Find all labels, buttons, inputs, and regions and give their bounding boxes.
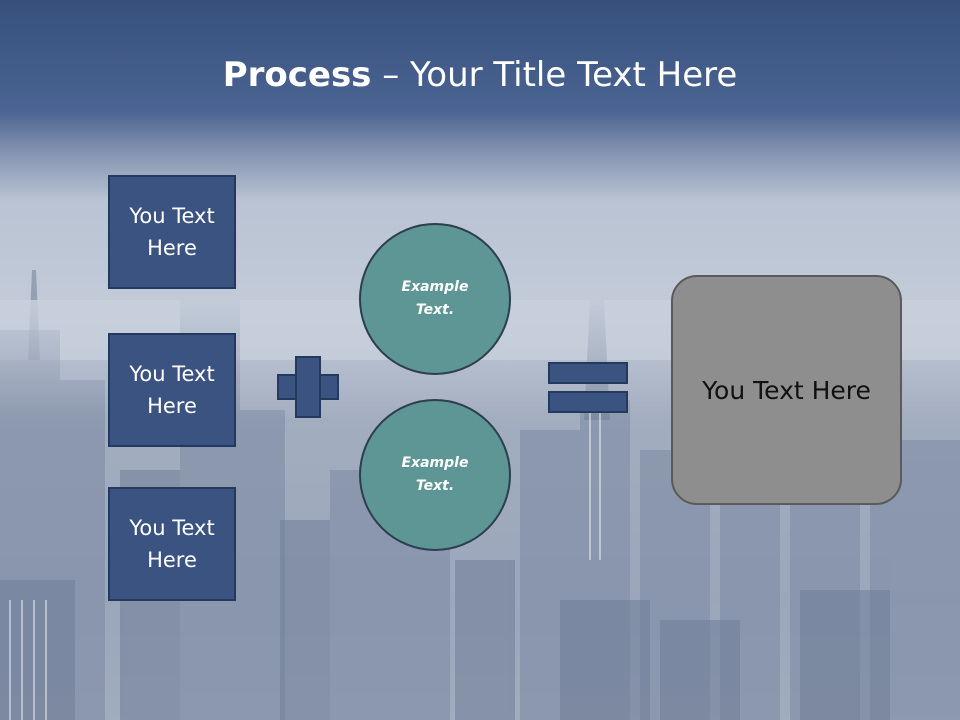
equals-icon-top-bar <box>548 362 628 384</box>
box-2-line-2: Here <box>147 394 197 418</box>
box-1-line-2: Here <box>147 236 197 260</box>
box-1-line-1: You Text <box>129 204 215 228</box>
equals-icon-bottom-bar <box>548 391 628 413</box>
left-text-box-3[interactable]: You Text Here <box>108 487 236 601</box>
plus-icon-center <box>297 376 319 398</box>
circle-1-text: Example Text. <box>401 279 469 318</box>
circle-2-text: Example Text. <box>401 455 469 494</box>
title-bold-text: Process <box>222 55 372 95</box>
result-text: You Text Here <box>702 375 871 405</box>
box-3-line-2: Here <box>147 548 197 572</box>
left-text-box-1[interactable]: You Text Here <box>108 175 236 289</box>
example-circle-2[interactable]: Example Text. <box>359 399 511 551</box>
box-2-line-1: You Text <box>129 362 215 386</box>
box-3-line-1: You Text <box>129 516 215 540</box>
result-text-box[interactable]: You Text Here <box>671 275 902 505</box>
left-text-box-2[interactable]: You Text Here <box>108 333 236 447</box>
example-circle-1[interactable]: Example Text. <box>359 223 511 375</box>
slide-title: Process – Your Title Text Here <box>0 48 960 102</box>
title-rest-text: – Your Title Text Here <box>371 55 738 95</box>
